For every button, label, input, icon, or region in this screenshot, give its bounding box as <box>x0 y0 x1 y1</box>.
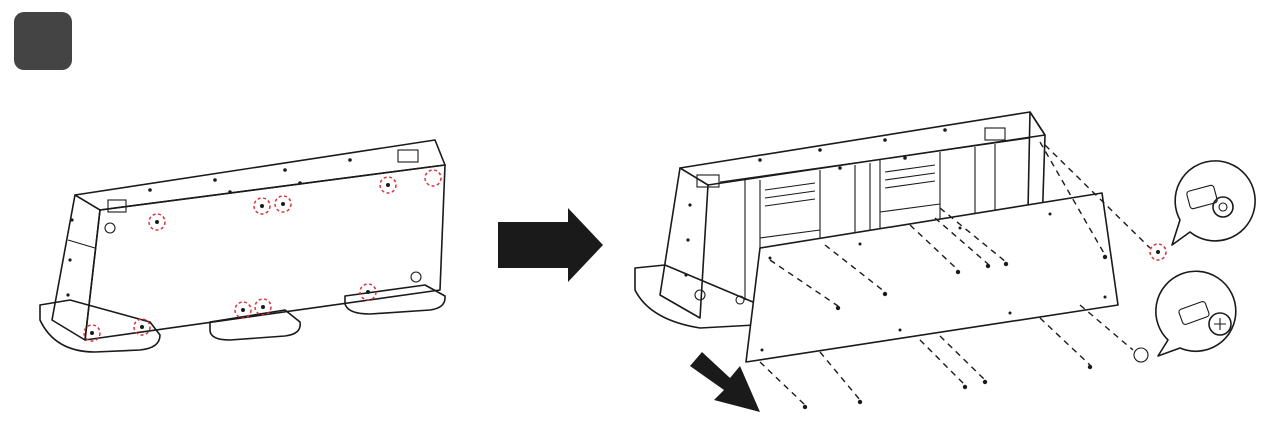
screw-highlight-circle <box>274 195 292 213</box>
screw-highlight-circle <box>1149 243 1167 261</box>
screw-highlight-circle <box>83 324 101 342</box>
screw-highlight-circle <box>148 213 166 231</box>
screw-highlight-circle <box>359 283 377 301</box>
screw-highlight-circle <box>234 301 252 319</box>
screw-highlight-circle <box>133 318 151 336</box>
arrow-down-right-icon <box>690 352 760 412</box>
screw-highlight-circle <box>379 176 397 194</box>
screw-highlight-circle <box>424 169 442 187</box>
disassembled-stand <box>634 111 1167 410</box>
step-number-badge <box>14 12 72 70</box>
screw-top-icon <box>1171 160 1256 246</box>
screw-highlight-circle <box>254 298 272 316</box>
assembled-stand <box>39 139 446 353</box>
screw-highlight-circle <box>253 197 271 215</box>
arrow-right-icon <box>498 208 603 282</box>
screw-side-icon <box>1155 270 1237 357</box>
